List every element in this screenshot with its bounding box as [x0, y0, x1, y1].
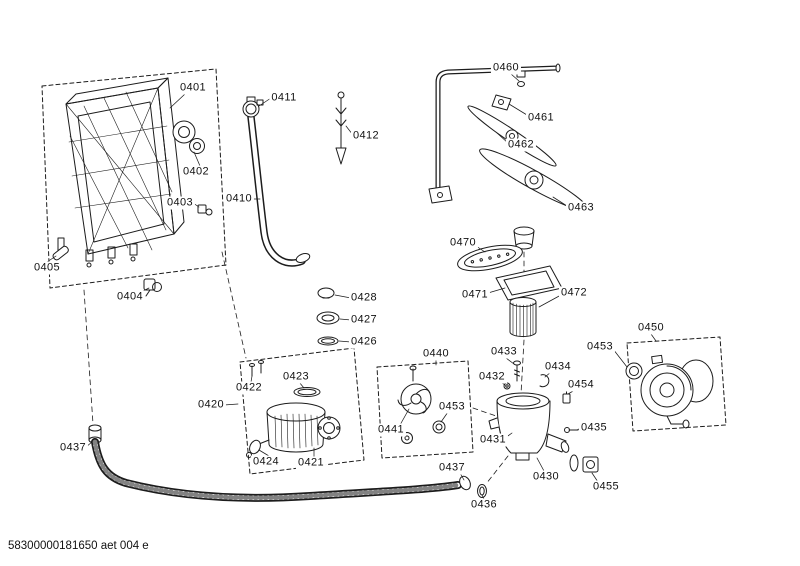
sump-assembly	[477, 392, 570, 498]
heat-pump-assembly	[625, 354, 714, 429]
leader-lines	[46, 73, 657, 500]
tub-assembly	[57, 77, 185, 268]
seal-and-fitting-parts	[52, 120, 213, 297]
heater-pump-assembly	[246, 360, 341, 458]
fill-pipe	[335, 91, 347, 165]
inlet-hose	[242, 96, 311, 267]
doc-number: 58300000181650 aet 004 e	[8, 540, 149, 552]
filter-assembly	[457, 226, 563, 338]
small-fasteners	[503, 360, 599, 473]
drain-hose	[88, 424, 471, 502]
circulation-pump-parts	[397, 365, 446, 444]
salt-cap-parts	[316, 287, 340, 346]
spray-arm-assembly	[428, 63, 589, 212]
